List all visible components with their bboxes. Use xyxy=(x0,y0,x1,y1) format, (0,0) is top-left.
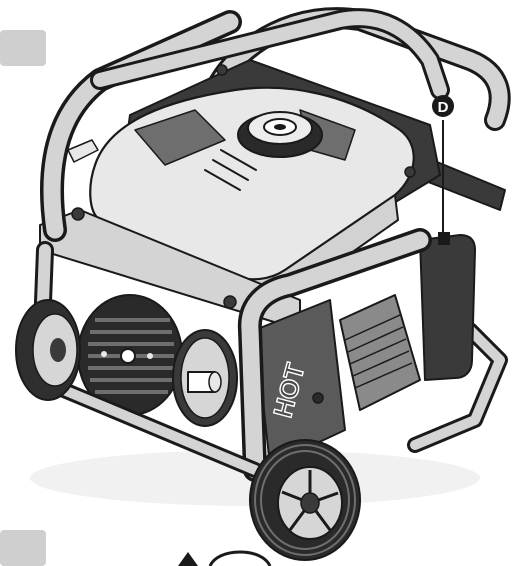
wheel-left xyxy=(15,299,81,401)
engine-cylinder xyxy=(339,294,421,411)
fuel-cap xyxy=(237,111,323,158)
page-tab-bottom xyxy=(0,530,46,566)
front-frame xyxy=(31,8,450,482)
panel-bolt xyxy=(312,392,324,404)
air-filter-housing xyxy=(172,329,238,427)
tank-ridges xyxy=(204,149,257,191)
alternator-cover xyxy=(77,294,183,416)
tank-recess-left xyxy=(134,109,226,166)
muffler-box xyxy=(419,234,476,381)
muffler-bracket xyxy=(438,232,450,245)
wheel-right xyxy=(249,439,361,561)
frame-clip xyxy=(67,139,99,163)
circle-icon-partial xyxy=(208,550,272,566)
warning-triangle-icon xyxy=(178,552,198,566)
frame-bolts xyxy=(71,64,416,309)
callout-d: D xyxy=(432,95,454,235)
callout-d-label: D xyxy=(438,99,449,116)
page-tab-top xyxy=(0,30,46,66)
bottom-warning-icons xyxy=(178,550,272,566)
